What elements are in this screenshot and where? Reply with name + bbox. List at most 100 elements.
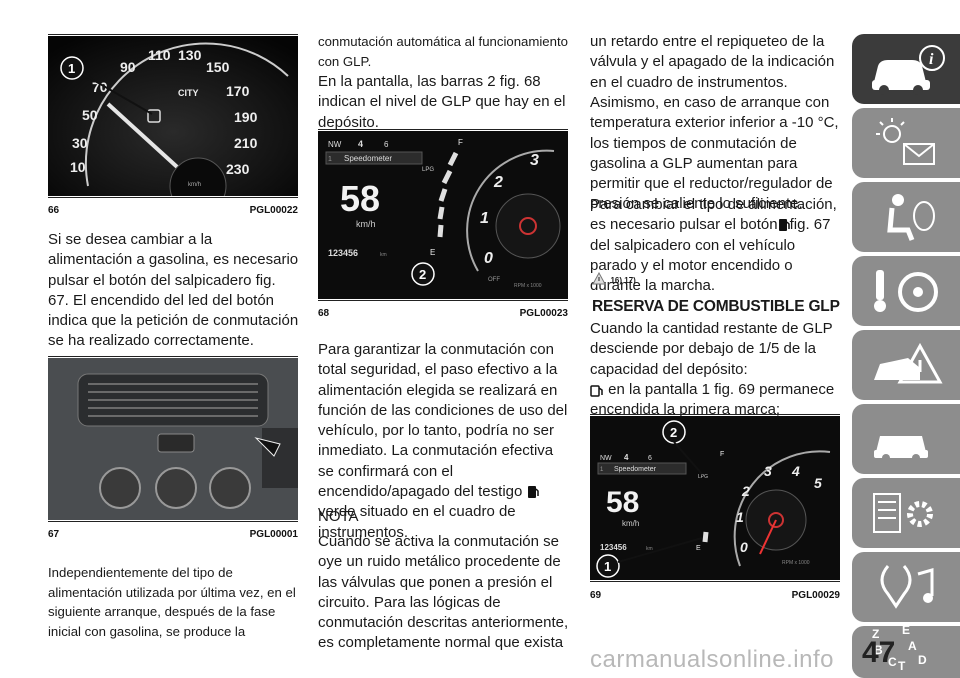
tab-gear-settings[interactable] bbox=[852, 478, 960, 548]
tab-car-service[interactable] bbox=[852, 404, 960, 474]
speed-label-50: 50 bbox=[82, 107, 98, 123]
col3-paragraph-3: Para cambiar el tipo de alimentación, es… bbox=[590, 196, 837, 295]
menu-number: 1 bbox=[600, 467, 604, 473]
speed-label-90: 90 bbox=[120, 59, 136, 75]
svg-text:D: D bbox=[918, 653, 927, 667]
lpg-display-illustration: NW 4 6 1 Speedometer 58 km/h 123456 km L… bbox=[318, 131, 568, 299]
tab-index[interactable]: Z E B A C T D bbox=[852, 626, 960, 678]
fuel-full-label: F bbox=[720, 451, 724, 458]
rpm-label-4: 4 bbox=[791, 463, 800, 479]
lpg-level-mark-icon bbox=[590, 385, 603, 397]
figure-66-bottom-rule bbox=[48, 197, 298, 198]
car-service-icon bbox=[874, 436, 928, 462]
rpm-label-5: 5 bbox=[814, 475, 822, 491]
svg-text:A: A bbox=[908, 639, 917, 653]
col2-paragraph-1: conmutación automática al funcionamiento… bbox=[318, 34, 568, 69]
speed-label-70: 70 bbox=[92, 79, 108, 95]
lpg-fuel-pump-icon bbox=[527, 486, 539, 499]
fuel-full-label: F bbox=[458, 138, 463, 147]
key-steering-icon bbox=[874, 270, 938, 312]
callout-1: 1 bbox=[68, 61, 75, 76]
rpm-label-2: 2 bbox=[493, 174, 503, 191]
col1-paragraph-1: Si se desea cambiar a la alimentación a … bbox=[48, 231, 299, 350]
callout-2: 2 bbox=[670, 425, 677, 440]
rpm-off: OFF bbox=[488, 277, 500, 283]
digital-speed: 58 bbox=[606, 486, 639, 519]
gear-six: 6 bbox=[384, 140, 389, 149]
lpg-label: LPG bbox=[698, 474, 708, 480]
figure-67-code: PGL00001 bbox=[249, 529, 298, 540]
dashboard-illustration bbox=[48, 358, 298, 520]
lpg-level-bars bbox=[437, 151, 459, 238]
page-number: 47 bbox=[862, 636, 896, 669]
speedometer-illustration: 10 30 50 70 90 110 130 150 170 190 210 2… bbox=[48, 36, 298, 196]
arrow-indicator-icon bbox=[254, 437, 281, 457]
lpg-reserve-illustration: NW 4 6 1 Speedometer 58 km/h 123456 km L… bbox=[590, 416, 840, 580]
figure-69-bottom-rule bbox=[590, 581, 840, 582]
speed-unit: km/h bbox=[188, 182, 201, 188]
svg-text:E: E bbox=[902, 626, 910, 637]
lpg-label: LPG bbox=[422, 167, 434, 173]
col3-paragraph-4: Cuando la cantidad restante de GLP desci… bbox=[590, 320, 833, 378]
col2-paragraph-3: Para garantizar la conmutación con total… bbox=[318, 341, 568, 541]
mode-label: CITY bbox=[178, 88, 199, 98]
figure-66-top-rule bbox=[48, 34, 298, 35]
tab-lights-mail[interactable] bbox=[852, 108, 960, 178]
col2-paragraph-2: En la pantalla, las barras 2 fig. 68 ind… bbox=[318, 73, 566, 131]
multimedia-icon bbox=[880, 565, 934, 609]
odometer: 123456 bbox=[328, 248, 358, 258]
odometer-unit: km bbox=[646, 546, 653, 552]
tab-key-steering[interactable] bbox=[852, 256, 960, 326]
fuel-pump-icon bbox=[147, 109, 161, 123]
svg-text:B: B bbox=[874, 643, 883, 657]
figure-69-number: 69 bbox=[590, 590, 602, 601]
fuel-empty-label: E bbox=[430, 248, 435, 257]
rpm-label-3: 3 bbox=[530, 152, 539, 169]
svg-text:C: C bbox=[888, 655, 897, 669]
gear-settings-icon bbox=[873, 493, 933, 533]
figure-66-code: PGL00022 bbox=[249, 205, 298, 216]
menu-number: 1 bbox=[328, 156, 332, 163]
rpm-label-1: 1 bbox=[736, 509, 744, 525]
seat-airbag-icon bbox=[887, 194, 935, 241]
tab-seat-airbag[interactable] bbox=[852, 182, 960, 252]
figure-66-speedometer: 10 30 50 70 90 110 130 150 170 190 210 2… bbox=[48, 36, 298, 196]
figure-67-number: 67 bbox=[48, 529, 60, 540]
figure-69-lpg-reserve-display: NW 4 6 1 Speedometer 58 km/h 123456 km L… bbox=[590, 416, 840, 580]
rpm-label-2: 2 bbox=[741, 483, 750, 499]
section-heading: RESERVA DE COMBUSTIBLE GLP bbox=[592, 298, 840, 315]
speed-label-130: 130 bbox=[178, 47, 202, 63]
gear-mode: NW bbox=[328, 140, 342, 149]
index-icon: Z E B A C T D bbox=[872, 626, 927, 670]
figure-68-bottom-rule bbox=[318, 300, 568, 301]
speed-label-150: 150 bbox=[206, 59, 230, 75]
figure-68-number: 68 bbox=[318, 308, 330, 319]
tab-warning-car[interactable] bbox=[852, 330, 960, 400]
car-info-icon: i bbox=[872, 45, 945, 95]
svg-text:Z: Z bbox=[872, 627, 879, 641]
figure-67-bottom-rule bbox=[48, 521, 298, 522]
watermark[interactable]: carmanualsonline.info bbox=[590, 646, 834, 673]
gear-number: 4 bbox=[358, 139, 363, 149]
figure-69-code: PGL00029 bbox=[791, 590, 840, 601]
tab-multimedia[interactable] bbox=[852, 552, 960, 622]
speed-label-170: 170 bbox=[226, 83, 250, 99]
figure-67-caption: 67 PGL00001 bbox=[48, 529, 298, 540]
warning-triangle-icon bbox=[592, 271, 606, 285]
digital-speed: 58 bbox=[340, 178, 380, 219]
fuel-empty-label: E bbox=[696, 545, 701, 552]
speed-label-110: 110 bbox=[148, 47, 171, 63]
tab-car-info[interactable]: i bbox=[852, 34, 960, 104]
gear-mode: NW bbox=[600, 455, 612, 462]
figure-69-caption: 69 PGL00029 bbox=[590, 590, 840, 601]
rpm-label-0: 0 bbox=[484, 250, 493, 267]
gear-number: 4 bbox=[624, 453, 629, 462]
col3-paragraph-1: un retardo entre el repiqueteo de la vál… bbox=[590, 33, 835, 91]
col2-nota-heading: NOTA bbox=[318, 508, 359, 525]
svg-text:i: i bbox=[929, 51, 934, 68]
figure-67-dashboard-panel bbox=[48, 358, 298, 520]
lpg-first-mark bbox=[702, 531, 709, 543]
warning-references: 16) 17) bbox=[592, 270, 636, 286]
digital-speed-unit: km/h bbox=[622, 519, 639, 528]
lpg-button-icon bbox=[778, 219, 790, 232]
